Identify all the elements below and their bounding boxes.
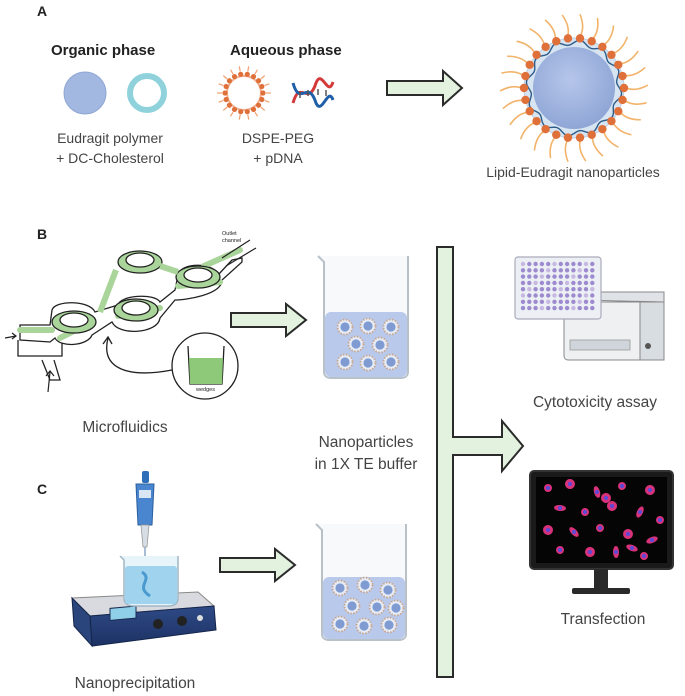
aqueous-line-2: + pDNA [253, 150, 303, 166]
nanoprecipitation-setup [70, 471, 217, 648]
microfluidics-label: Microfluidics [82, 419, 168, 436]
transfection-monitor [529, 470, 674, 594]
aqueous-phase-components: DSPE-PEG + pDNA [238, 128, 318, 168]
arrow-b-to-beaker [230, 301, 308, 339]
nanoparticles-label: Nanoparticles in 1X TE buffer [296, 432, 436, 476]
aqueous-line-1: DSPE-PEG [241, 130, 315, 146]
plate-reader-icon [514, 256, 665, 361]
microfluidic-chip [4, 239, 257, 400]
beaker-top [317, 255, 409, 379]
panel-label-c: C [37, 481, 48, 497]
arrow-a-to-nanoparticle [386, 68, 464, 108]
dspe-peg-micelle [217, 66, 271, 120]
eudragit-polymer-circle [63, 71, 107, 115]
pdna-icon [291, 77, 335, 108]
product-label: Lipid-Eudragit nanoparticles [486, 164, 660, 180]
panel-label-b: B [37, 226, 48, 242]
outlet-channel-label: Outlet channel [222, 231, 242, 244]
aqueous-phase-title: Aqueous phase [230, 42, 342, 59]
organic-line-2: + DC-Cholesterol [56, 150, 164, 166]
arrow-combine-to-outputs [436, 246, 525, 678]
transfection-label: Transfection [560, 611, 646, 628]
arrow-c-to-beaker [219, 546, 297, 584]
organic-phase-components: Eudragit polymer + DC-Cholesterol [50, 128, 170, 168]
organic-phase-title: Organic phase [51, 42, 156, 59]
nanoparticles-line-2: in 1X TE buffer [314, 456, 418, 473]
beaker-bottom [315, 523, 407, 641]
panel-label-a: A [37, 3, 48, 19]
nanoparticles-line-1: Nanoparticles [318, 434, 414, 451]
organic-line-1: Eudragit polymer [57, 130, 163, 146]
cytotoxicity-assay-label: Cytotoxicity assay [532, 394, 658, 411]
dc-cholesterol-ring [127, 73, 167, 113]
lipid-eudragit-nanoparticle [499, 13, 649, 163]
wedges-label: wedges [196, 387, 215, 393]
nanoprecipitation-label: Nanoprecipitation [74, 675, 196, 692]
